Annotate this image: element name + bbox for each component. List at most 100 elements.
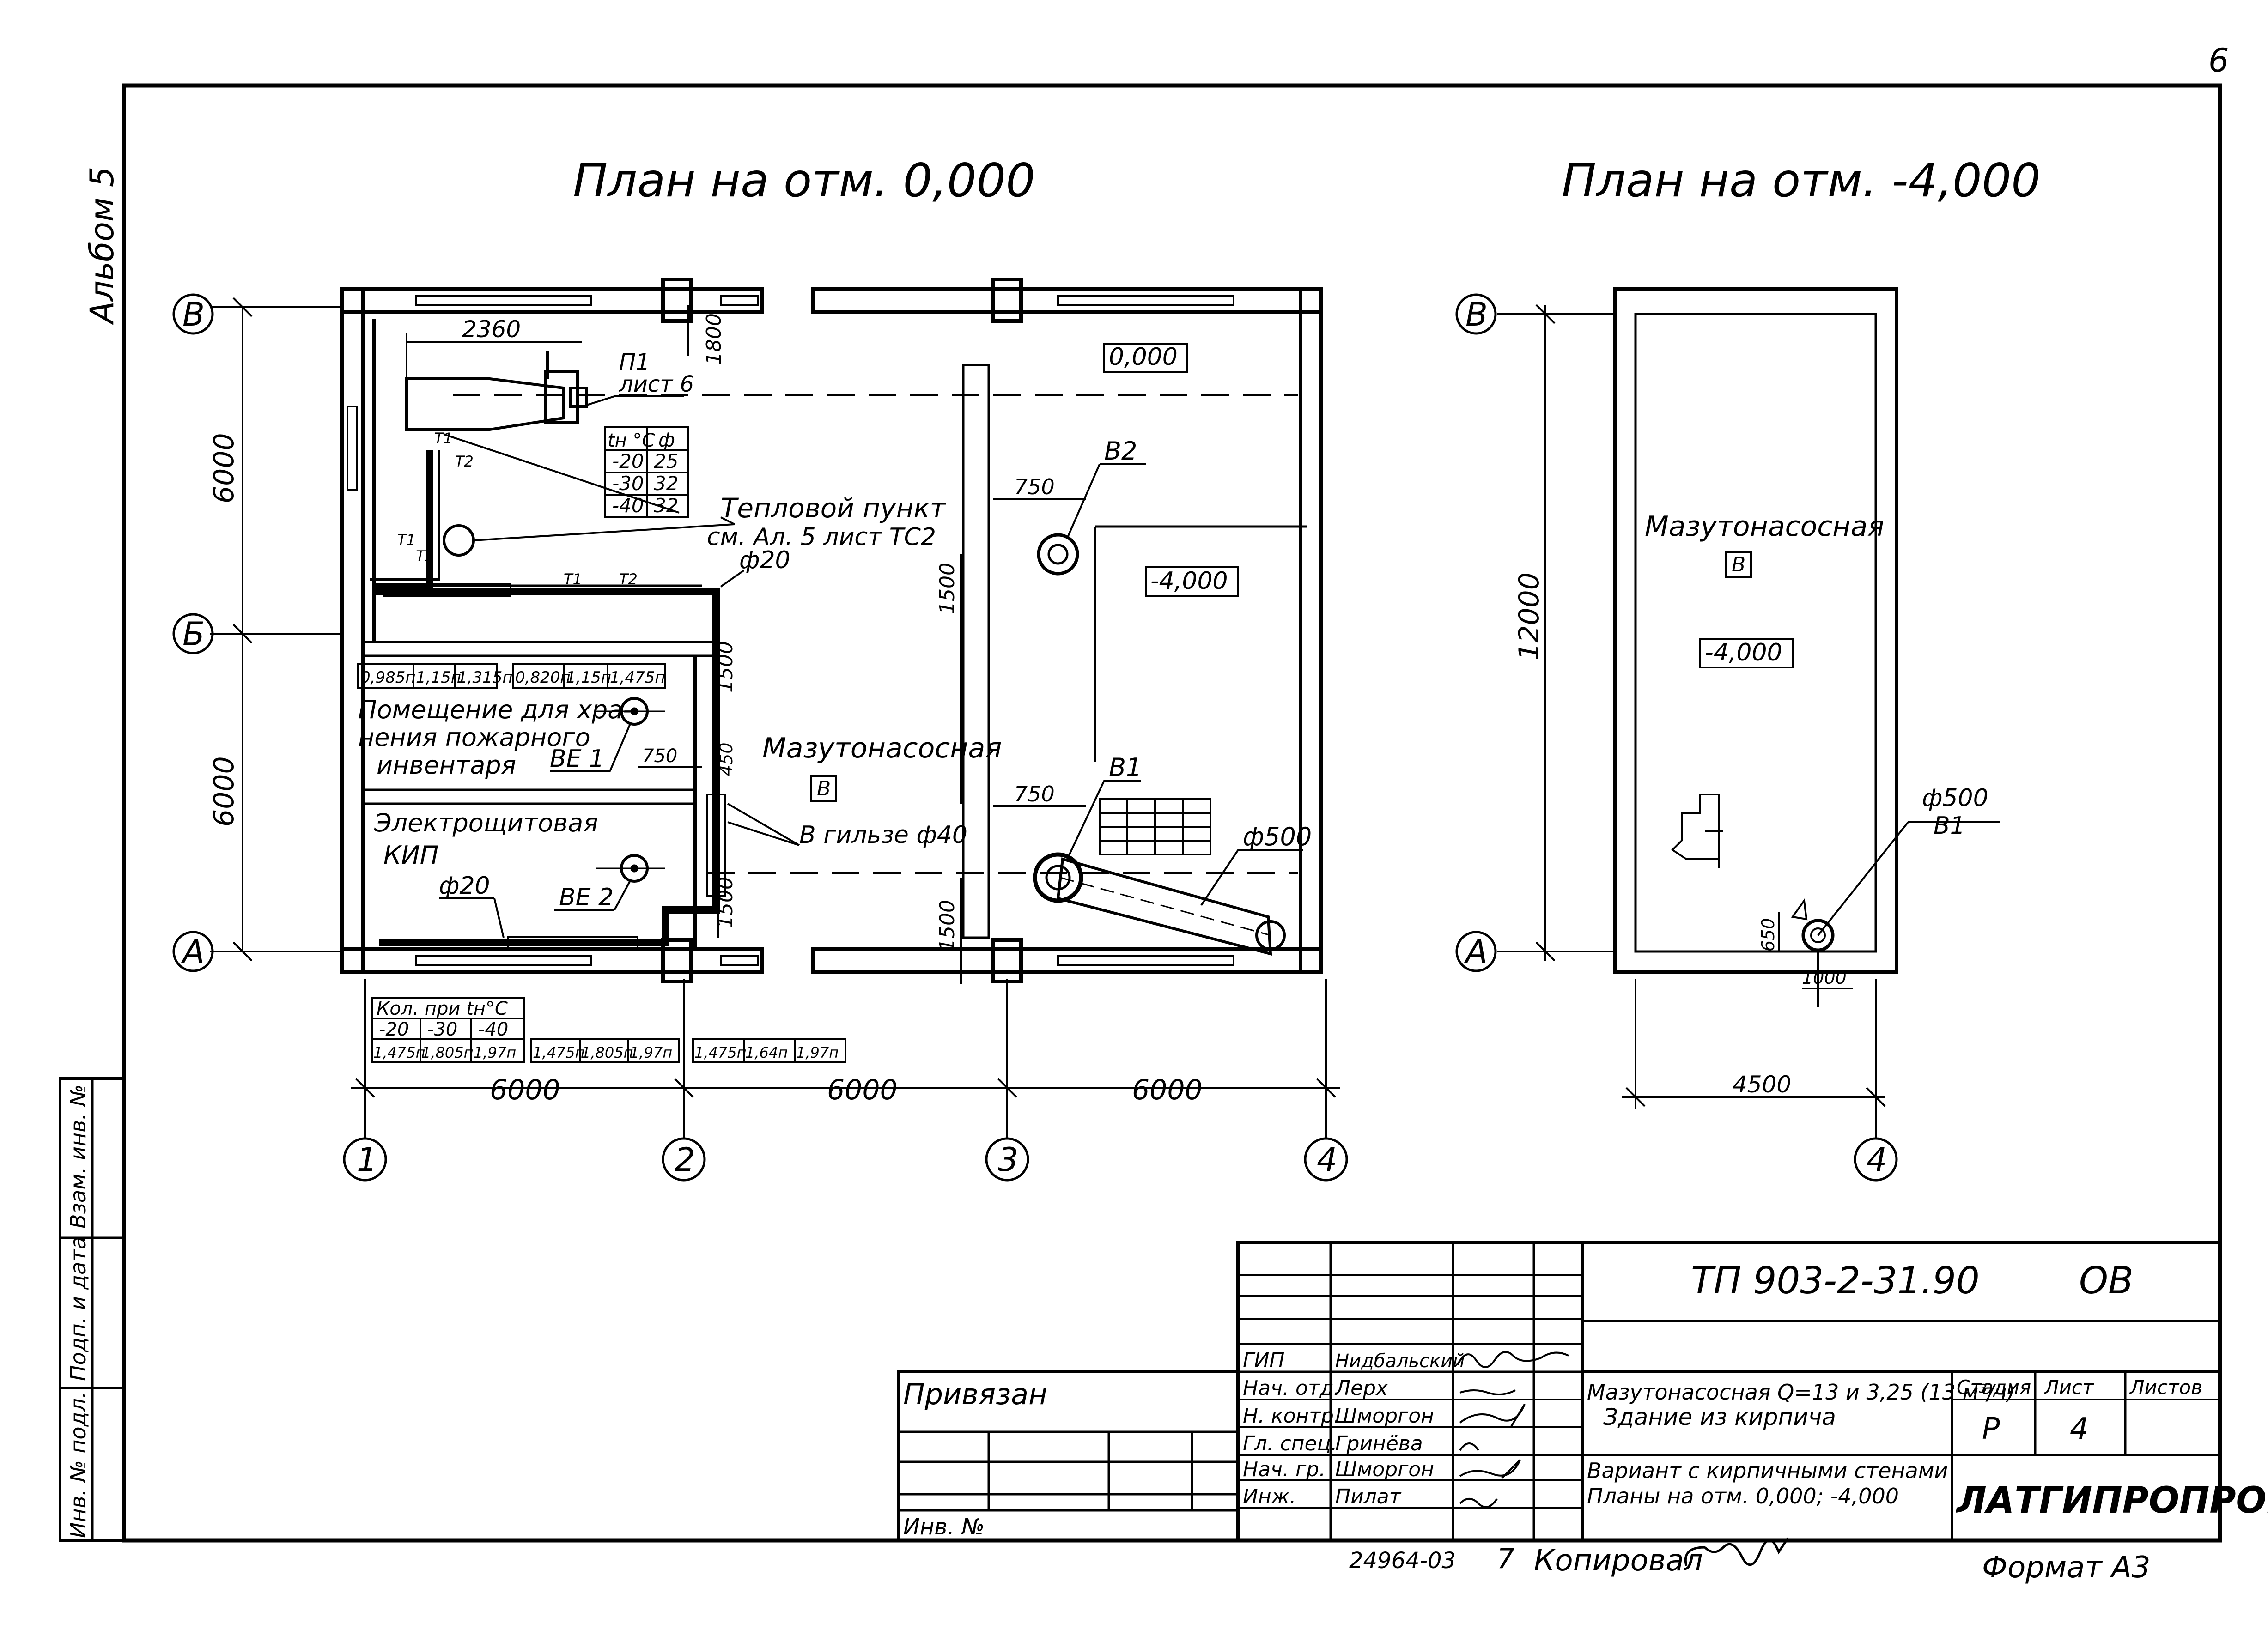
tb-sheet: 4 [2070, 1412, 2089, 1446]
right-level-box [1699, 638, 1794, 668]
tb-mark: ОВ [2079, 1259, 2134, 1302]
title-block-text: ТП 903-2-31.90 ОВ Привязан Инв. № ГИП Ни… [903, 1259, 2268, 1540]
tb-role-4: Гл. спец. [1243, 1432, 1338, 1455]
length-top-4: 0,820п [515, 668, 571, 687]
tb-name-4: Гринёва [1335, 1432, 1423, 1455]
pipe-v1-label: В1 [1109, 753, 1142, 782]
page-number: 6 [2208, 42, 2229, 79]
pump-room-cat: В [817, 777, 831, 800]
temp-row3-phi: 32 [654, 494, 678, 517]
plan-right-axes [1455, 293, 2000, 1182]
heat-point-label-2: см. Ал. 5 лист ТС2 [707, 523, 936, 551]
pipe-t1-c: Т1 [564, 570, 582, 588]
dim-6000-top: 6000 [208, 433, 240, 503]
dim-1500-a: 1500 [936, 563, 959, 614]
tb-code: ТП 903-2-31.90 [1691, 1259, 1980, 1302]
heating-pipes [370, 450, 726, 949]
tb-role-1: ГИП [1243, 1349, 1285, 1372]
right-level: -4,000 [1705, 639, 1782, 667]
pump-room-label: Мазутонасосная [762, 732, 1002, 764]
dim-1500-b: 1500 [936, 900, 959, 951]
pipe-t1-b: Т1 [397, 531, 416, 549]
room-storage-2: нения пожарного [358, 723, 590, 752]
heat-point-icon [443, 524, 475, 557]
footer-format: Формат А3 [1982, 1551, 2151, 1585]
plan-left-title: План на отм. 0,000 [573, 153, 1035, 207]
qty-g1-2: 1,805п [421, 1044, 474, 1061]
pipe-t2-b: Т2 [416, 547, 434, 565]
right-dim-4500: 4500 [1733, 1071, 1791, 1098]
temp-row3-t: -40 [612, 494, 644, 517]
dim-6000-bottom: 6000 [208, 756, 240, 827]
dim-1500-d: 1500 [714, 877, 737, 928]
pump-room-cat-box [810, 775, 837, 802]
right-axis-row-v: В [1465, 296, 1488, 333]
tb-desc-3: Вариант с кирпичными стенами [1587, 1458, 1948, 1483]
pipe-t2-a: Т2 [455, 453, 474, 470]
dim-bottom-6000-3: 6000 [1132, 1074, 1203, 1106]
tb-name-6: Пилат [1335, 1485, 1402, 1509]
qty-head: Кол. при tн°C [377, 998, 508, 1019]
axis-row-v: В [182, 296, 205, 333]
footer: 24964-03 7 Копировал Формат А3 [1349, 1537, 2151, 1585]
dim-450: 450 [716, 742, 736, 776]
pipe-t1-a: Т1 [434, 430, 453, 447]
temp-table-head-t: tн °C [608, 430, 655, 451]
left-col-podp-data: Подп. и дата [66, 1236, 91, 1381]
riser-be2-label: ВЕ 2 [559, 884, 614, 911]
tb-desc-2: Здание из кирпича [1603, 1404, 1836, 1430]
pipe-t2-c: Т2 [619, 570, 638, 588]
right-axis-row-a: А [1464, 933, 1488, 971]
air-heater-p1 [405, 351, 588, 431]
footer-number: 24964-03 [1349, 1548, 1456, 1574]
tb-sheet-label: Лист [2043, 1376, 2094, 1399]
temp-row2-t: -30 [612, 472, 644, 495]
tb-stage: Р [1982, 1412, 2000, 1446]
left-col-inv-podl: Инв. № подл. [66, 1392, 91, 1538]
riser-be1-icon [596, 697, 665, 726]
pipe-v2-label: В2 [1104, 436, 1137, 466]
qty-g2-2: 1,805п [581, 1044, 633, 1061]
riser-be2-icon [596, 854, 665, 883]
p1-label: П1 [619, 349, 650, 375]
temp-row1-t: -20 [612, 450, 644, 473]
dim-1500-c: 1500 [714, 641, 737, 693]
temp-table [604, 426, 689, 518]
plan-right-title: План на отм. -4,000 [1562, 153, 2041, 207]
dim-750-a: 750 [1014, 474, 1055, 499]
heat-point-label-1: Тепловой пункт [721, 492, 947, 524]
right-dim-12000: 12000 [1513, 572, 1545, 660]
tb-desc-1: Мазутонасосная Q=13 и 3,25 (13 м³/ч) [1587, 1380, 2015, 1405]
temp-row1-phi: 25 [654, 450, 678, 473]
right-v1: В1 [1934, 812, 1965, 840]
tb-role-3: Н. контр. [1243, 1404, 1340, 1428]
lengths-top-boxes [357, 663, 666, 689]
plan-right-walls [1613, 287, 1898, 974]
tb-name-5: Шморгон [1335, 1458, 1434, 1481]
footer-copied: Копировал [1534, 1544, 1703, 1578]
tb-stage-label: Стадия [1957, 1376, 2031, 1399]
left-col-dividers [60, 1236, 124, 1389]
right-dim-650: 650 [1758, 918, 1778, 951]
level-m4: -4,000 [1150, 567, 1228, 595]
axis-col-1: 1 [357, 1141, 377, 1179]
room-electro-2: КИП [383, 841, 438, 870]
level-0: 0,000 [1109, 343, 1178, 371]
length-top-1: 0,985п [360, 668, 416, 687]
tb-org: ЛАТГИПРОПРОМ [1956, 1480, 2268, 1521]
qty-sub-3: -40 [478, 1019, 508, 1040]
qty-table [371, 997, 846, 1063]
dim-750-b: 750 [1014, 782, 1055, 806]
right-cat-box [1725, 551, 1752, 578]
tb-name-1: Нидбальский [1335, 1351, 1465, 1372]
right-axis-col-4: 4 [1867, 1141, 1887, 1179]
plan-left-axes [172, 293, 1348, 1182]
length-top-6: 1,475п [610, 668, 665, 687]
dim-750-c: 750 [642, 745, 677, 767]
phi20-bottom: ф20 [439, 872, 490, 900]
phi20-top: ф20 [739, 546, 790, 574]
qty-g3-2: 1,64п [745, 1044, 788, 1061]
tb-sheets-label: Листов [2129, 1376, 2202, 1399]
qty-sub-1: -20 [379, 1019, 409, 1040]
